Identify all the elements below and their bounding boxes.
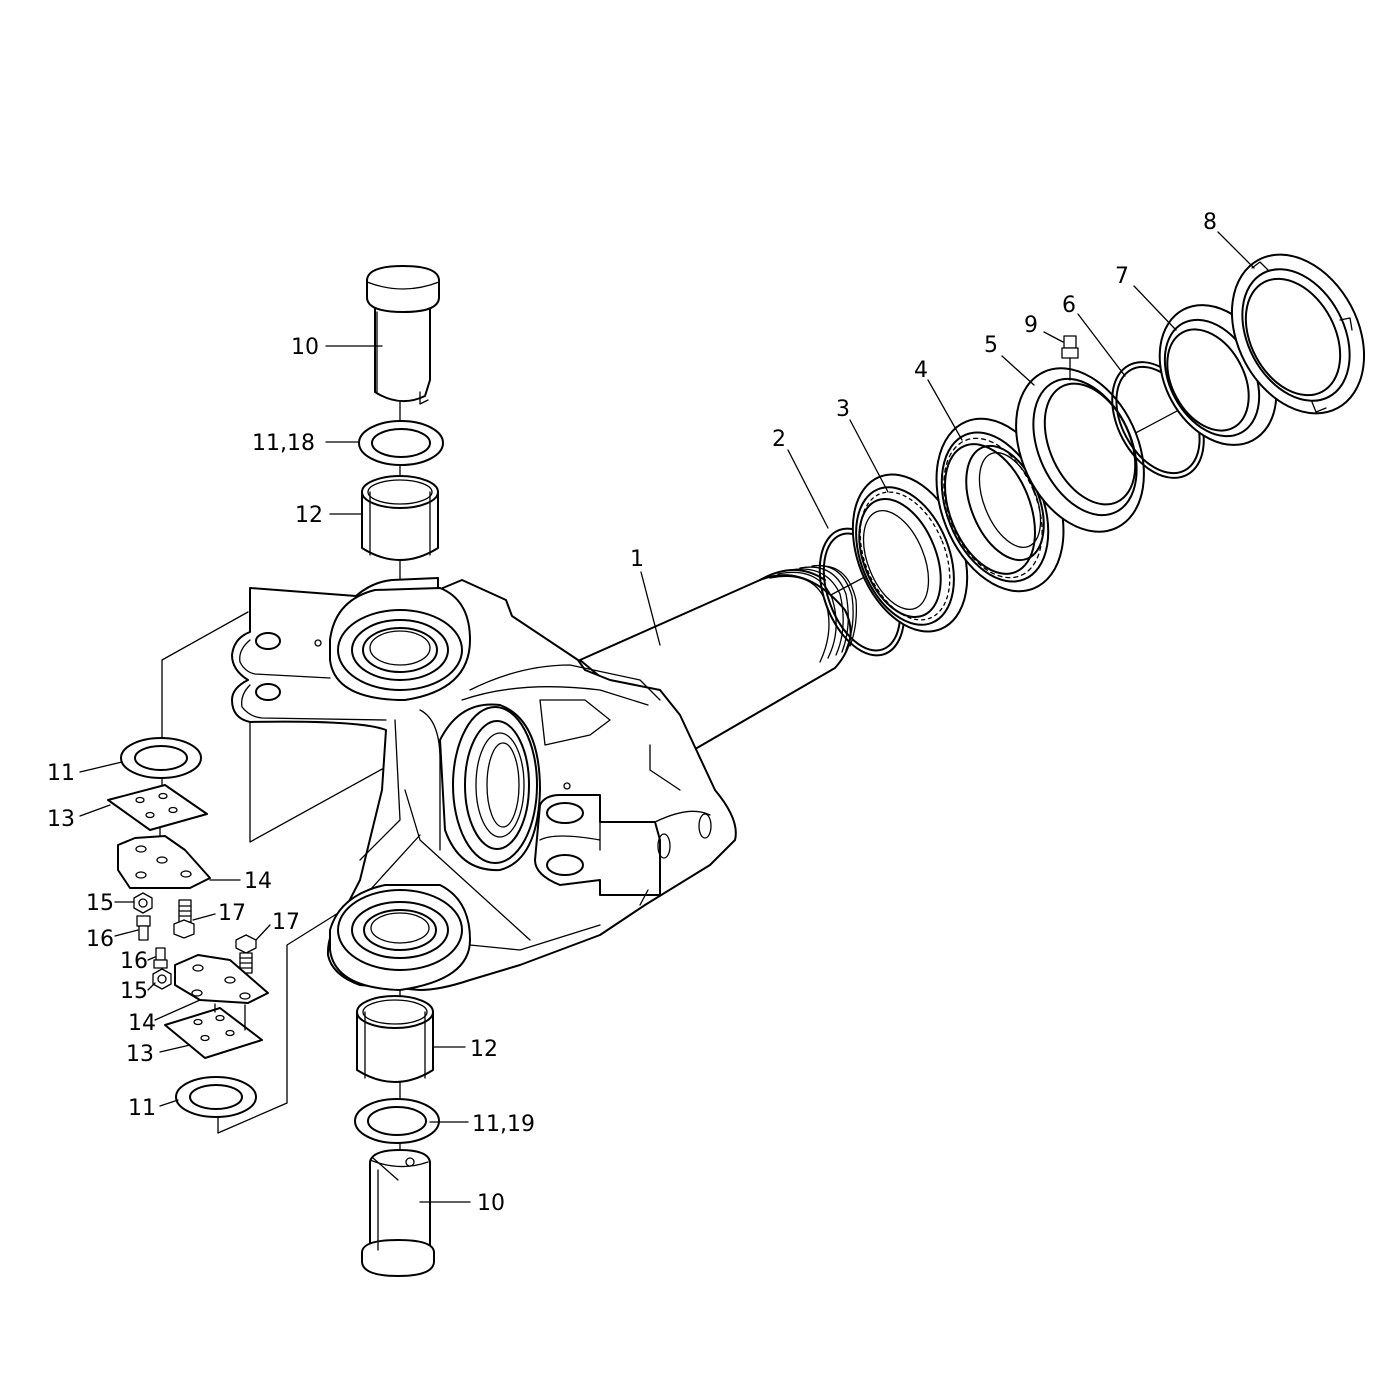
- callout-leaders: [79, 231, 1255, 1203]
- shim-11-upper-left: [120, 737, 202, 779]
- callout-10-upper: 10: [291, 335, 319, 360]
- callout-8: 8: [1203, 210, 1217, 235]
- callout-16-upper: 16: [86, 927, 114, 952]
- callout-6: 6: [1062, 293, 1076, 318]
- bolt-17-lower: [235, 934, 257, 974]
- callout-13-lower: 13: [126, 1042, 154, 1067]
- steering-knuckle: [231, 564, 858, 991]
- shim-11-lower-left: [175, 1076, 257, 1118]
- nut-15-lower: [152, 968, 172, 990]
- center-lines: [159, 334, 1321, 1161]
- callout-4: 4: [914, 358, 928, 383]
- callout-11-upper-left: 11: [47, 761, 75, 786]
- callout-17-lower: 17: [272, 910, 300, 935]
- king-pin-lower: [361, 1149, 435, 1277]
- fitting-9: [1061, 335, 1079, 381]
- plate-14-lower: [174, 954, 269, 1004]
- callout-13-upper: 13: [47, 807, 75, 832]
- nut-15-upper: [133, 892, 153, 914]
- callout-12-upper: 12: [295, 503, 323, 528]
- plate-14-upper: [117, 835, 211, 889]
- callout-3: 3: [836, 397, 850, 422]
- callout-12-lower: 12: [470, 1037, 498, 1062]
- bolt-17-upper: [173, 899, 195, 939]
- shim-lower: [354, 1098, 440, 1144]
- callout-11-18: 11,18: [252, 431, 315, 456]
- callout-labels: 1 2 3 4 5 6 7 8 9 10 10 11,18 11,19 11 1…: [47, 210, 1217, 1216]
- shim-upper: [358, 420, 444, 466]
- callout-15-upper: 15: [86, 891, 114, 916]
- callout-17-upper: 17: [218, 901, 246, 926]
- callout-11-lower-left: 11: [128, 1096, 156, 1121]
- callout-2: 2: [772, 427, 786, 452]
- callout-16-lower: 16: [120, 949, 148, 974]
- callout-7: 7: [1115, 264, 1129, 289]
- nut-8: [1230, 253, 1366, 415]
- plate-13-upper: [107, 784, 208, 831]
- bushing-lower: [356, 995, 434, 1083]
- callout-14-lower: 14: [128, 1011, 156, 1036]
- callout-5: 5: [984, 333, 998, 358]
- fitting-16-upper: [136, 915, 151, 941]
- callout-15-lower: 15: [120, 979, 148, 1004]
- callout-1: 1: [630, 547, 644, 572]
- fitting-16-lower: [153, 947, 168, 969]
- callout-10-lower: 10: [477, 1191, 505, 1216]
- bushing-upper: [361, 475, 439, 561]
- callout-11-19: 11,19: [472, 1112, 535, 1137]
- callout-14-upper: 14: [244, 869, 272, 894]
- king-pin-upper: [366, 265, 440, 405]
- callout-9: 9: [1024, 313, 1038, 338]
- plate-13-lower: [164, 1003, 263, 1059]
